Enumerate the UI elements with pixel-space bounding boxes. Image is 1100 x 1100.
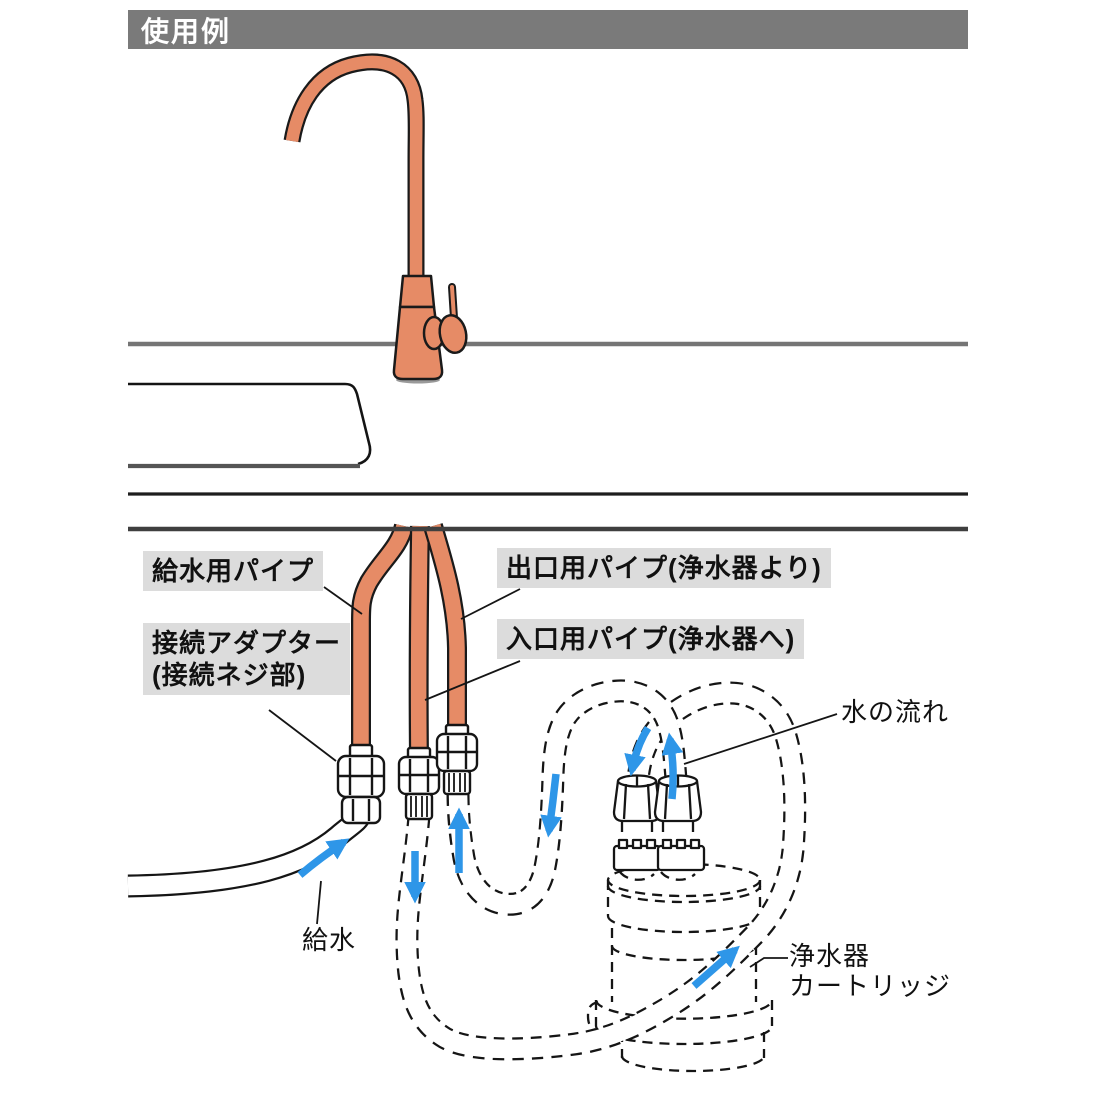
callout-supply-pipe-text: 給水用パイプ xyxy=(152,556,315,586)
adapter-outlet xyxy=(435,723,479,796)
callout-supply-pipe: 給水用パイプ xyxy=(143,551,324,591)
label-cartridge-line1: 浄水器 xyxy=(789,941,871,971)
label-cartridge: 浄水器 カートリッジ xyxy=(789,941,951,1001)
callout-adapter-line1: 接続アダプター xyxy=(152,628,342,658)
sink-outline xyxy=(128,382,372,469)
label-water-flow: 水の流れ xyxy=(841,697,949,727)
cartridge-right-collar xyxy=(656,838,706,872)
faucet-spout xyxy=(283,53,425,280)
label-cartridge-line2: カートリッジ xyxy=(789,971,952,1001)
leader-inlet-pipe xyxy=(424,660,521,701)
cartridge-left-collar xyxy=(612,838,662,872)
under-counter-pipes xyxy=(351,523,467,759)
leader-outlet-pipe xyxy=(460,588,521,620)
callout-outlet-pipe: 出口用パイプ(浄水器より) xyxy=(497,548,831,588)
flow-arrow-diagonal xyxy=(691,945,740,989)
flow-arrow-supply xyxy=(297,838,350,878)
faucet-handle xyxy=(422,313,468,355)
label-water-supply-text: 給水 xyxy=(302,925,357,955)
label-water-flow-text: 水の流れ xyxy=(841,697,950,727)
leader-supply-pipe xyxy=(323,586,363,615)
supply-pipe-orange xyxy=(351,523,414,756)
flow-arrow-loop-down xyxy=(540,773,562,838)
adapter-inlet xyxy=(397,746,441,821)
adapter-supply xyxy=(336,743,386,825)
section-title: 使用例 xyxy=(141,15,232,47)
flow-arrow-into-cartridge xyxy=(624,725,652,777)
leader-water-supply xyxy=(316,880,322,925)
cartridge-port-fittings xyxy=(612,774,706,872)
section-title-bar: 使用例 xyxy=(128,10,968,49)
cartridge-port-necks xyxy=(620,822,695,840)
inlet-pipe-orange xyxy=(408,525,430,759)
connection-adapters xyxy=(336,723,479,825)
flow-arrow-out-of-cartridge xyxy=(661,732,684,800)
cartridge-side-tab xyxy=(586,1000,601,1034)
leader-water-flow xyxy=(683,713,838,765)
leader-cartridge xyxy=(749,957,788,968)
callout-inlet-pipe-text: 入口用パイプ(浄水器へ) xyxy=(506,624,796,654)
faucet-neck-base xyxy=(398,274,436,309)
faucet-lever-rod xyxy=(448,283,458,322)
leader-adapter xyxy=(268,709,337,762)
callout-adapter: 接続アダプター (接続ネジ部) xyxy=(143,623,351,695)
flow-arrows xyxy=(297,725,740,989)
callout-adapter-line2: (接続ネジ部) xyxy=(152,660,307,690)
callout-inlet-pipe: 入口用パイプ(浄水器へ) xyxy=(497,619,805,659)
label-water-supply: 給水 xyxy=(302,925,356,955)
leader-lines xyxy=(268,586,838,968)
faucet xyxy=(283,53,468,384)
callout-outlet-pipe-text: 出口用パイプ(浄水器より) xyxy=(506,553,822,583)
outlet-pipe-orange xyxy=(423,523,467,737)
